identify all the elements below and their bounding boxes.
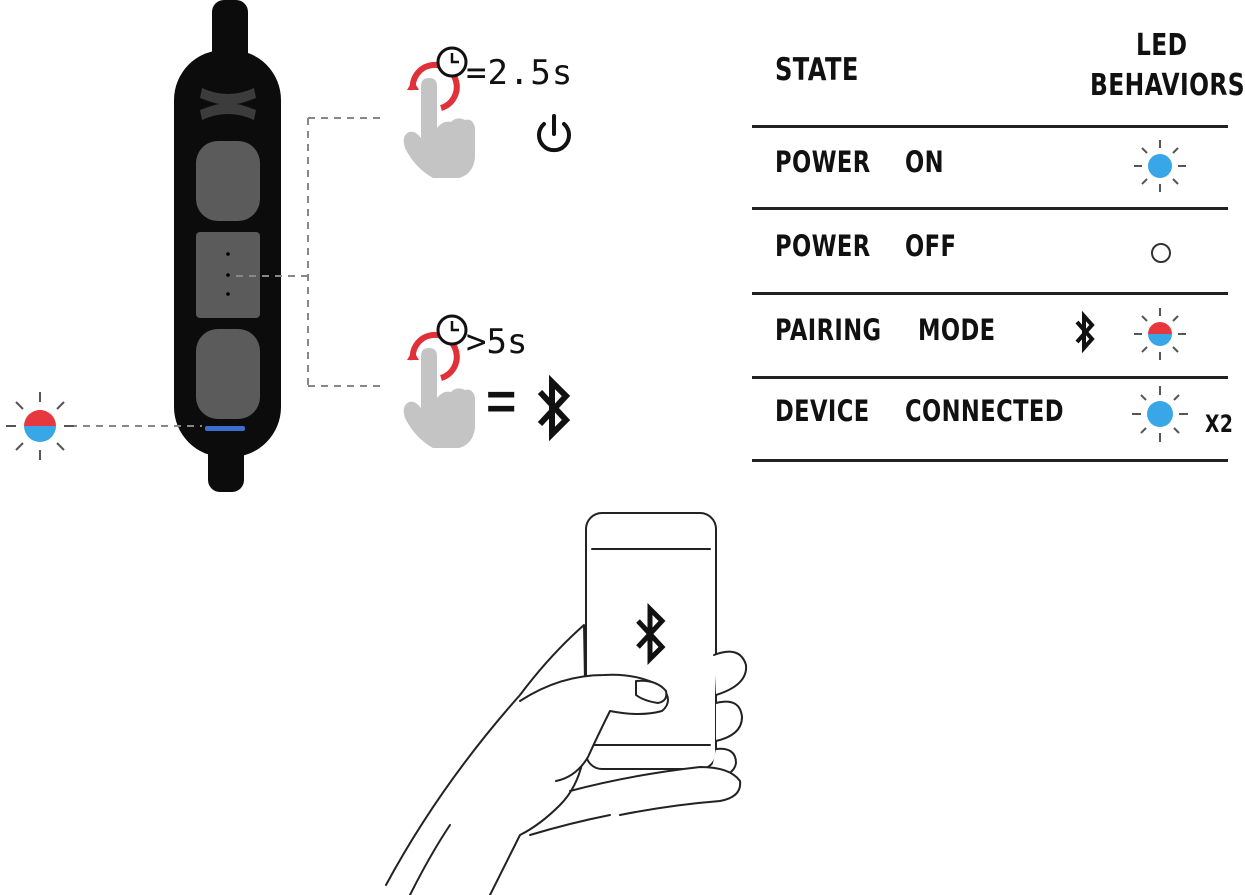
equals-sign: =	[486, 373, 517, 431]
table-rule	[752, 459, 1228, 462]
power-icon	[537, 114, 571, 153]
bluetooth-icon	[537, 374, 571, 442]
led-indicator	[205, 426, 245, 431]
blue-led-icon	[1134, 140, 1186, 192]
table-rule	[752, 292, 1228, 295]
header-led-line2: BEHAVIORS	[1090, 68, 1245, 103]
volume-up-button[interactable]	[196, 141, 260, 221]
row-state-word2: ON	[905, 145, 944, 179]
header-led-line1: LED	[1136, 28, 1188, 63]
header-state: STATE	[775, 52, 859, 88]
off-led-icon	[1151, 243, 1171, 263]
table-rule	[752, 376, 1228, 379]
row-state-word2: OFF	[905, 229, 957, 263]
table-rule	[752, 125, 1228, 128]
row-state-word1: POWER	[775, 229, 871, 263]
bluetooth-icon	[636, 602, 666, 666]
row-state-word1: PAIRING	[775, 313, 882, 347]
bluetooth-icon	[1075, 310, 1095, 354]
red-blue-led-icon	[1134, 308, 1186, 360]
pair-press-duration: >5s	[466, 322, 528, 362]
under-armour-logo	[200, 88, 256, 120]
row-state-word1: POWER	[775, 145, 871, 179]
row-state-word2: MODE	[918, 313, 996, 347]
row-state-word1: DEVICE	[775, 394, 870, 428]
hand-holding-phone-icon	[385, 512, 748, 895]
row-led-suffix: X2	[1205, 410, 1234, 438]
volume-down-button[interactable]	[196, 329, 260, 419]
red-blue-led-icon	[6, 392, 74, 460]
row-state-word2: CONNECTED	[905, 394, 1064, 428]
power-press-duration: =2.5s	[466, 53, 574, 93]
clock-icon	[436, 314, 468, 346]
blue-led-icon	[1132, 386, 1188, 442]
clock-icon	[436, 46, 468, 78]
table-rule	[752, 207, 1228, 210]
